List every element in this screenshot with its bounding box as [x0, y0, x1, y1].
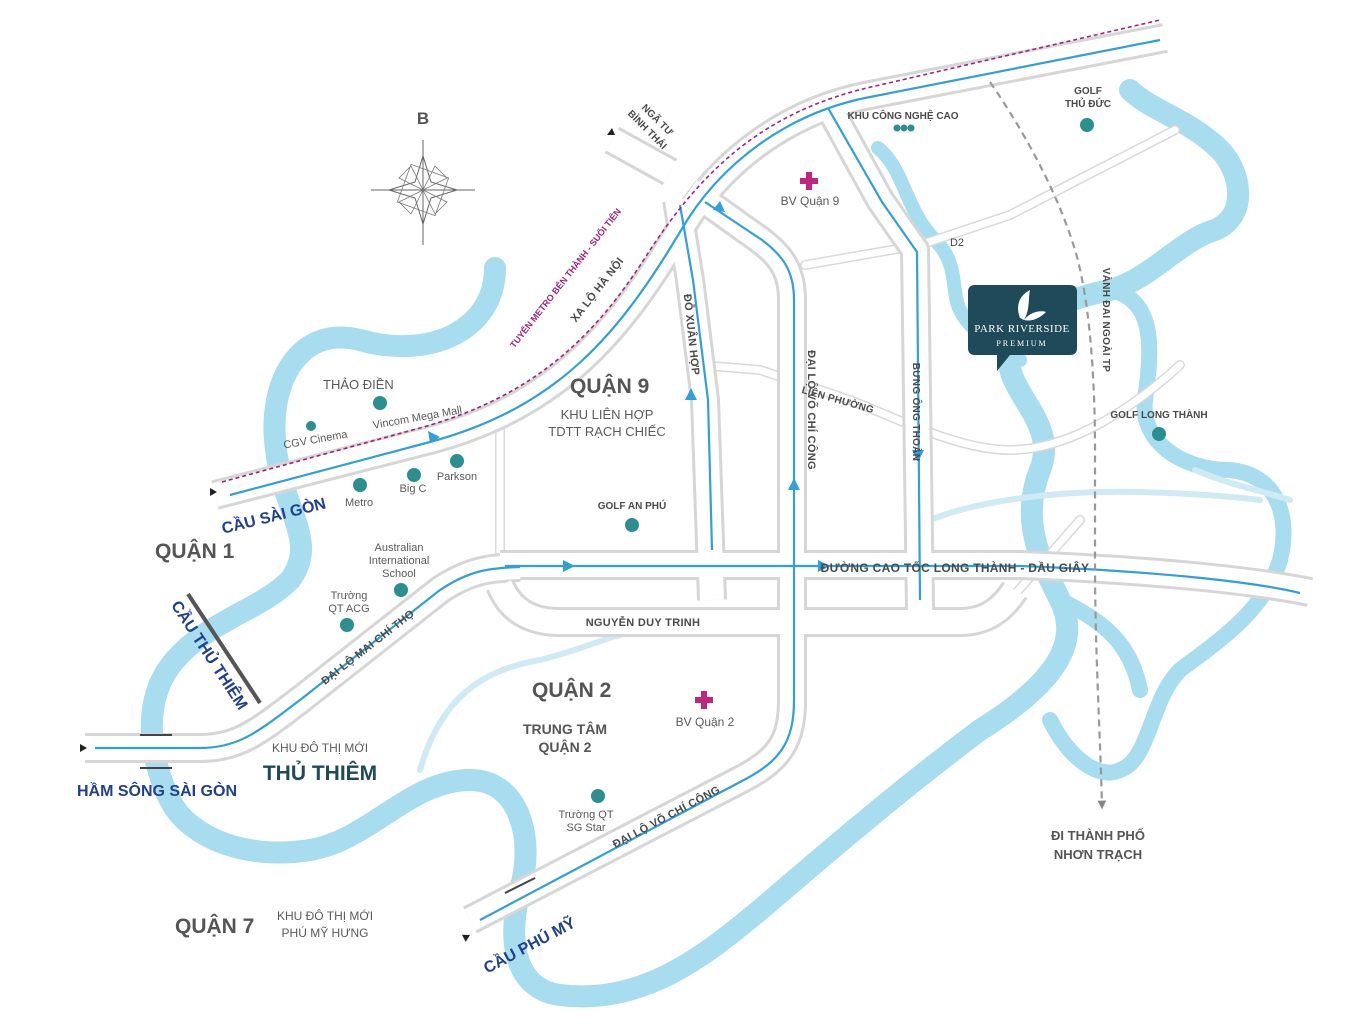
project-sub: PREMIUM	[996, 339, 1047, 348]
area-trung-tam-q2-2: QUẬN 2	[539, 738, 592, 755]
district-quan-2: QUẬN 2	[532, 678, 611, 702]
area-thao-dien: THẢO ĐIỀN	[323, 377, 394, 392]
district-quan-9: QUẬN 9	[570, 374, 649, 398]
road-vanh-dai: VÀNH ĐAI NGOÀI TP	[1100, 268, 1113, 373]
poi-golf-long-thanh: GOLF LONG THÀNH	[1110, 408, 1207, 421]
canal-3	[1192, 467, 1293, 503]
road-bung-ong-thoan: BƯNG ÔNG THOÀN	[910, 363, 923, 462]
poi-australian-2: International	[369, 555, 430, 567]
poi-golf-an-phu: GOLF AN PHÚ	[598, 499, 667, 512]
area-phu-my-hung-1: KHU ĐÔ THỊ MỚI	[277, 908, 373, 923]
project-callout[interactable]: PARK RIVERSIDE PREMIUM	[968, 285, 1077, 371]
road-nguyen-duy-trinh: NGUYỄN DUY TRINH	[586, 616, 701, 629]
poi-metro: Metro	[345, 497, 373, 509]
hospital-icon	[800, 172, 818, 190]
cau-phu-my-bar	[504, 877, 536, 894]
leaf-logo-icon	[1018, 290, 1046, 321]
metro-line	[221, 19, 1161, 483]
area-nhon-trach-1: ĐI THÀNH PHỐ	[1051, 828, 1145, 843]
poi-bv-quan-9: BV Quận 9	[781, 194, 840, 208]
road-vo-chi-cong-1: ĐẠI LỘ VÕ CHÍ CÔNG	[805, 350, 818, 470]
canal-1	[417, 632, 623, 773]
road-cao-toc: ĐƯỜNG CAO TỐC LONG THÀNH - DẦU GIÂY	[821, 560, 1090, 575]
poi-bv-quan-2: BV Quận 2	[676, 715, 735, 729]
poi-acg-2: QT ACG	[328, 603, 369, 615]
minor-roads	[495, 125, 1185, 605]
bridge-ham-song-sai-gon: HẦM SÔNG SÀI GÒN	[77, 781, 237, 800]
poi-acg-1: Trường	[331, 590, 368, 602]
road-mai-chi-tho: ĐẠI LỘ MAI CHÍ THỌ	[319, 607, 417, 688]
road-vo-chi-cong-2: ĐẠI LỘ VÕ CHÍ CÔNG	[610, 783, 722, 851]
poi-khu-cong-nghe-cao: KHU CÔNG NGHỆ CAO	[847, 109, 958, 122]
compass: B	[371, 109, 475, 245]
area-thu-thiem-1: KHU ĐÔ THỊ MỚI	[272, 740, 368, 755]
area-nhon-trach-2: NHƠN TRẠCH	[1054, 847, 1142, 862]
vanh-dai-line	[989, 81, 1107, 810]
poi-sg-star-1: Trường QT	[558, 809, 613, 821]
area-rach-chiec-2: TDTT RẠCH CHIẾC	[548, 424, 665, 439]
district-quan-7: QUẬN 7	[175, 914, 254, 938]
poi-australian-1: Australian	[375, 542, 424, 554]
road-d2: D2	[950, 237, 964, 249]
area-trung-tam-q2-1: TRUNG TÂM	[523, 720, 607, 737]
long-thanh-river	[1042, 282, 1292, 781]
poi-australian-3: School	[382, 568, 416, 580]
lower-lobe-river	[1052, 592, 1148, 698]
area-thu-thiem-2: THỦ THIÊM	[263, 761, 377, 785]
poi-golf-thu-duc-1: GOLF	[1074, 86, 1102, 97]
district-quan-1: QUẬN 1	[155, 539, 235, 563]
major-roads	[80, 23, 1313, 942]
poi-golf-thu-duc-2: THỦ ĐỨC	[1065, 97, 1111, 110]
compass-north-label: B	[417, 109, 429, 128]
poi-big-c: Big C	[400, 483, 427, 495]
poi-dots	[306, 118, 1166, 803]
poi-sg-star-2: SG Star	[566, 822, 605, 834]
canal-2	[927, 488, 1263, 523]
area-rach-chiec-1: KHU LIÊN HỢP	[561, 407, 654, 422]
cau-thu-thiem-bar	[186, 592, 262, 705]
project-name: PARK RIVERSIDE	[974, 323, 1070, 335]
poi-parkson: Parkson	[437, 471, 477, 483]
hospital-icon	[695, 691, 713, 709]
area-phu-my-hung-2: PHÚ MỸ HƯNG	[282, 925, 369, 940]
